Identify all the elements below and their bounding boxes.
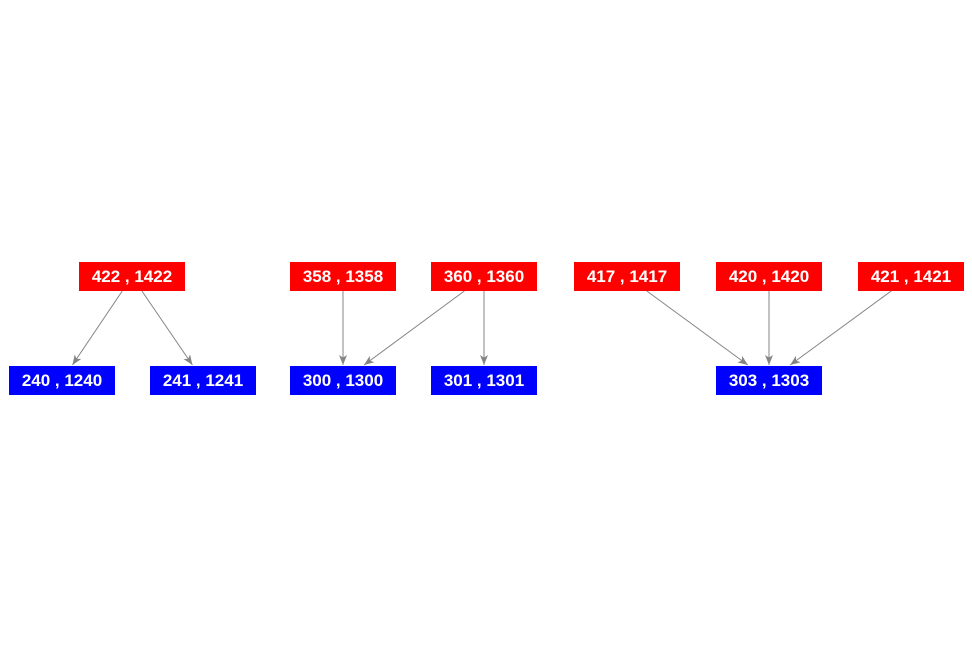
graph-edge-421-303 <box>789 290 892 366</box>
graph-node-422[interactable]: 422 , 1422 <box>79 262 185 291</box>
graph-node-300[interactable]: 300 , 1300 <box>290 366 396 395</box>
node-label: 422 , 1422 <box>91 266 173 286</box>
node-label: 241 , 1241 <box>162 370 244 390</box>
node-label: 421 , 1421 <box>870 266 952 286</box>
graph-node-240[interactable]: 240 , 1240 <box>9 366 115 395</box>
graph-node-241[interactable]: 241 , 1241 <box>150 366 256 395</box>
node-label: 360 , 1360 <box>443 266 525 286</box>
graph-node-421[interactable]: 421 , 1421 <box>858 262 964 291</box>
node-label: 300 , 1300 <box>302 370 384 390</box>
edge-group <box>72 290 892 366</box>
node-label: 358 , 1358 <box>302 266 384 286</box>
graph-edge-422-241 <box>141 290 193 366</box>
graph-node-358[interactable]: 358 , 1358 <box>290 262 396 291</box>
node-label: 240 , 1240 <box>21 370 103 390</box>
graph-node-301[interactable]: 301 , 1301 <box>431 366 537 395</box>
node-label: 420 , 1420 <box>728 266 810 286</box>
graph-edge-417-303 <box>646 290 749 366</box>
graph-node-303[interactable]: 303 , 1303 <box>716 366 822 395</box>
node-label: 303 , 1303 <box>728 370 810 390</box>
graph-edge-422-240 <box>72 290 123 366</box>
graph-edge-360-300 <box>363 290 465 366</box>
node-label: 301 , 1301 <box>443 370 525 390</box>
graph-node-420[interactable]: 420 , 1420 <box>716 262 822 291</box>
graph-node-417[interactable]: 417 , 1417 <box>574 262 680 291</box>
graph-node-360[interactable]: 360 , 1360 <box>431 262 537 291</box>
node-label: 417 , 1417 <box>586 266 668 286</box>
